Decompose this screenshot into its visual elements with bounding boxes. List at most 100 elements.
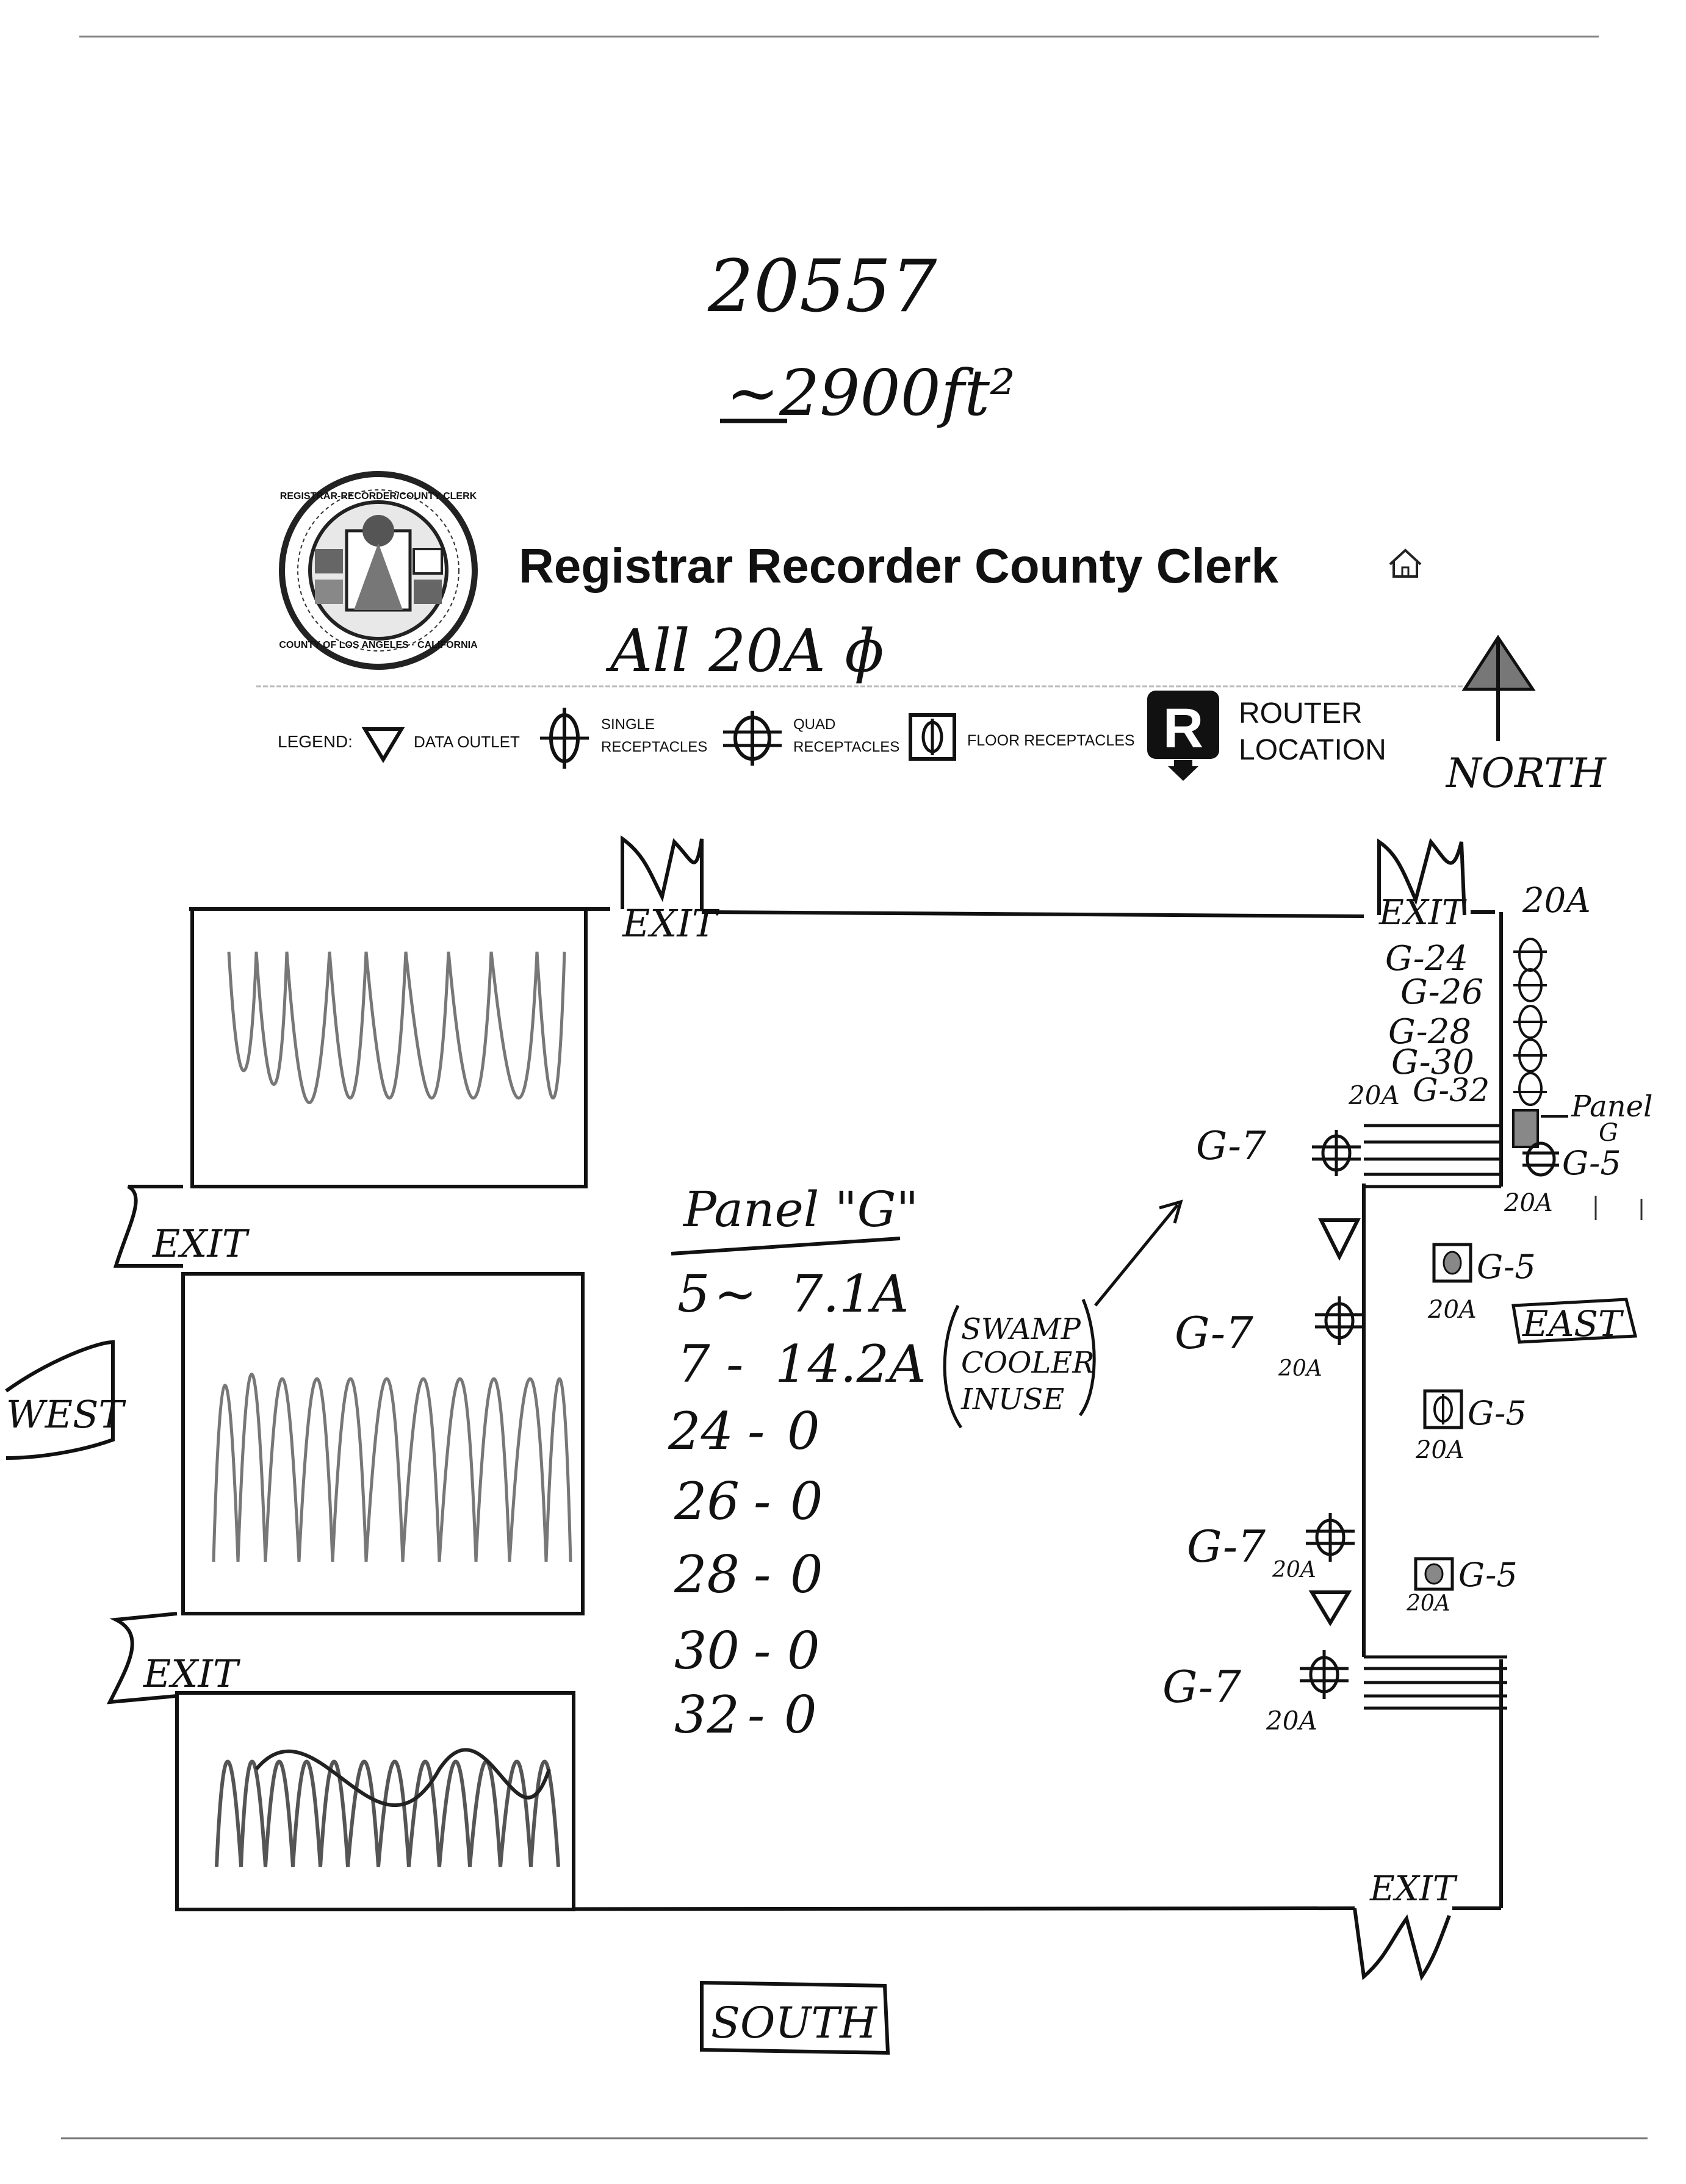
exit-south-east: EXIT (1353, 1869, 1458, 1981)
exit-north-right: EXIT (1377, 838, 1467, 933)
exit-label: EXIT (152, 1221, 250, 1266)
legend-floor: FLOOR RECEPTACLES (967, 732, 1135, 749)
seal-text-top: REGISTRAR-RECORDER/COUNTY CLERK (280, 491, 477, 501)
west-room-1 (190, 907, 588, 1188)
receptacle-strip (1513, 938, 1547, 1106)
east-stair-top (1364, 1124, 1501, 1188)
exit-label: EXIT (622, 901, 720, 946)
single-receptacle-icon (540, 708, 589, 769)
exit-label: EXIT (143, 1651, 241, 1696)
panel-row-circuit: 30 (674, 1621, 740, 1681)
floor-g5-amp: 20A (1415, 1436, 1464, 1464)
panel-row: 30 - 0 (674, 1621, 820, 1681)
quad-receptacle-icon (1315, 1296, 1364, 1345)
panel-row-dash: - (726, 1334, 743, 1394)
swamp-cooler-note: SWAMP COOLER INUSE (943, 1199, 1183, 1429)
floor-receptacle-icon (1414, 1557, 1454, 1591)
legend-label: LEGEND: (278, 732, 353, 751)
panel-title-underline (671, 1237, 901, 1255)
job-number: 20557 (707, 244, 937, 328)
home-icon (1389, 548, 1422, 578)
floor-receptacle-g5-3: G-5 20A (1406, 1556, 1518, 1616)
panel-g-label: G (1599, 1119, 1618, 1147)
data-outlet-icon (1318, 1218, 1361, 1261)
east-prefix-amp: 20A (1348, 1080, 1400, 1110)
east-circuit-label: G-32 (1413, 1072, 1490, 1109)
quad-receptacle-icon (1312, 1130, 1361, 1176)
g7-label: G-7 (1175, 1307, 1253, 1359)
router-icon: R (1147, 691, 1219, 781)
panel-title: Panel "G" (682, 1181, 918, 1238)
floor-receptacle-icon (1432, 1243, 1472, 1283)
east-circuit-column: 20A G-24 G-26 G-28 G-30 20A G-32 Panel G (1348, 881, 1652, 1217)
g7-label: G-7 (1162, 1661, 1241, 1712)
east-circuit-label: G-30 (1391, 1043, 1474, 1082)
quad-receptacle-icon (723, 711, 782, 766)
quad-receptacle-icon (1522, 1141, 1559, 1177)
panel-row-value: 0 (784, 1685, 816, 1745)
legend-router-line2: LOCATION (1239, 734, 1386, 766)
panel-row-dash: ~ (714, 1264, 757, 1324)
panel-row-circuit: 28 (674, 1545, 740, 1604)
panel-row-value: 0 (790, 1545, 823, 1604)
panel-row-circuit: 5 (677, 1264, 710, 1324)
panel-row-dash: - (748, 1401, 765, 1461)
legend-single-line2: RECEPTACLES (601, 739, 707, 755)
g7-label: G-7 (1187, 1521, 1266, 1572)
swamp-note-line: COOLER (961, 1346, 1094, 1380)
legend: LEGEND: DATA OUTLET SINGLE RECEPTACLES Q… (278, 691, 1386, 781)
floor-g5-amp: 20A (1427, 1296, 1477, 1324)
floor-receptacle-g5-2: G-5 20A (1415, 1389, 1527, 1464)
panel-row-value: 0 (787, 1621, 820, 1681)
panel-row: 5 ~ 7.1A (677, 1264, 909, 1324)
g5-top-amp: 20A (1504, 1189, 1553, 1217)
panel-g-label: Panel (1571, 1090, 1652, 1124)
floor-g5-label: G-5 (1468, 1394, 1527, 1432)
power-note: All 20A ɸ (605, 617, 885, 685)
exit-west-upper: EXIT (113, 1185, 250, 1268)
floor-receptacle-icon (1423, 1389, 1463, 1429)
panel-row: 7 - 14.2A (677, 1334, 926, 1394)
east-circuit-label: G-26 (1400, 972, 1483, 1012)
exit-west-lower: EXIT (106, 1612, 241, 1704)
g7-receptacle-3: G-7 20A (1187, 1513, 1355, 1582)
legend-router-line1: ROUTER (1239, 697, 1363, 730)
panel-row: 32 - 0 (674, 1685, 816, 1745)
g7-receptacle-2: G-7 20A (1175, 1296, 1364, 1381)
electrical-panel-icon (1512, 1109, 1539, 1148)
quad-receptacle-icon (1300, 1650, 1349, 1699)
swamp-note-line: SWAMP (961, 1312, 1081, 1346)
panel-row: 26 - 0 (674, 1471, 823, 1531)
south-label: SOUTH (711, 1998, 878, 2048)
panel-g-table: Panel "G" 5 ~ 7.1A 7 - 14.2A 24 - 0 26 -… (668, 1181, 926, 1745)
panel-row-value: 0 (787, 1401, 820, 1461)
panel-row-dash: - (754, 1545, 771, 1604)
floor-receptacle-g5-1: G-5 20A (1427, 1243, 1536, 1324)
legend-data-outlet: DATA OUTLET (414, 733, 520, 751)
exit-label: EXIT (1378, 893, 1467, 933)
north-arrow-icon (1461, 634, 1536, 741)
seal-text-bottom: COUNTY OF LOS ANGELES · CALIFORNIA (279, 640, 478, 650)
north-label: NORTH (1445, 750, 1607, 797)
floor-receptacle-icon (909, 713, 956, 761)
legend-quad-line2: RECEPTACLES (793, 739, 899, 755)
panel-row-dash: - (748, 1685, 765, 1745)
west-room-2 (181, 1272, 585, 1615)
panel-row-circuit: 32 (674, 1685, 740, 1745)
floor-g5-label: G-5 (1477, 1248, 1536, 1286)
exit-north-left: EXIT (621, 835, 720, 946)
panel-row: 28 - 0 (674, 1545, 823, 1604)
panel-row-value: 0 (790, 1471, 823, 1531)
south-label-box: SOUTH (700, 1980, 890, 2055)
g7-receptacle-1: G-7 (1196, 1124, 1361, 1176)
exit-label: EXIT (1369, 1869, 1458, 1909)
panel-row: 24 - 0 (668, 1401, 820, 1461)
east-label: EAST (1522, 1303, 1624, 1345)
county-seal-logo: COUNTY OF LOS ANGELES · CALIFORNIA REGIS… (279, 471, 478, 670)
west-label-box: WEST (5, 1340, 126, 1460)
data-outlet-icon (361, 727, 405, 763)
east-stair-bottom (1364, 1655, 1507, 1710)
legend-quad-line1: QUAD (793, 716, 835, 733)
g5-top-label: G-5 (1562, 1144, 1621, 1182)
